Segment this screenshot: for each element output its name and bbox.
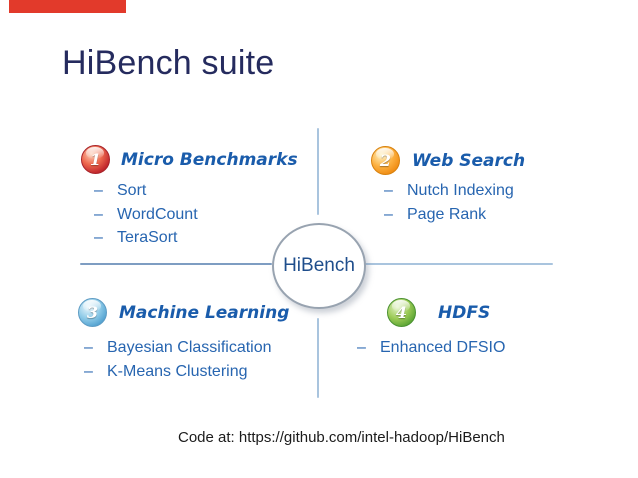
list-item-label: K-Means Clustering [107, 362, 248, 380]
list-item-label: WordCount [117, 205, 198, 223]
quadrant-title-web-search: Web Search [412, 150, 526, 171]
list-item: – Page Rank [384, 203, 514, 227]
list-item-label: Page Rank [407, 205, 487, 223]
list-item-label: Sort [117, 182, 147, 199]
list-item-label: Bayesian Classification [107, 339, 272, 356]
number-3-icon: 3 [78, 298, 107, 327]
bullet-dash: – [94, 182, 103, 199]
quadrant-header-micro-benchmarks: 1 Micro Benchmarks [81, 145, 298, 174]
list-item: – TeraSort [94, 226, 198, 250]
quadrant-title-machine-learning: Machine Learning [119, 302, 290, 323]
machine-learning-list: – Bayesian Classification – K-Means Clus… [84, 336, 272, 383]
list-item: – Bayesian Classification [84, 336, 272, 360]
quadrant-title-micro-benchmarks: Micro Benchmarks [121, 149, 298, 170]
bullet-dash: – [357, 339, 366, 356]
center-node: HiBench [272, 223, 366, 309]
page-title: HiBench suite [62, 44, 275, 82]
divider-horizontal-left [80, 263, 272, 265]
hdfs-list: – Enhanced DFSIO [357, 336, 505, 360]
list-item-label: TeraSort [117, 229, 178, 247]
number-1-icon: 1 [81, 145, 110, 174]
number-4-icon: 4 [387, 298, 416, 327]
list-item-label: Enhanced DFSIO [380, 339, 506, 356]
list-item: – Enhanced DFSIO [357, 336, 505, 360]
bullet-dash: – [94, 229, 103, 247]
list-item: – K-Means Clustering [84, 360, 272, 384]
list-item: – WordCount [94, 203, 198, 227]
bullet-dash: – [384, 182, 393, 199]
list-item: – Sort [94, 179, 198, 203]
bullet-dash: – [84, 362, 93, 380]
divider-vertical-top [317, 128, 319, 215]
list-item-label: Nutch Indexing [407, 182, 514, 199]
divider-horizontal-right [364, 263, 553, 265]
top-accent-bar [9, 0, 126, 13]
list-item: – Nutch Indexing [384, 179, 514, 203]
web-search-list: – Nutch Indexing – Page Rank [384, 179, 514, 226]
footer-caption: Code at: https://github.com/intel-hadoop… [178, 429, 505, 446]
center-node-label: HiBench [283, 255, 355, 276]
number-2-icon: 2 [371, 146, 400, 175]
quadrant-header-web-search: 2 Web Search [371, 146, 525, 175]
bullet-dash: – [94, 205, 103, 223]
micro-benchmarks-list: – Sort – WordCount – TeraSort [94, 179, 198, 250]
quadrant-title-hdfs: HDFS [438, 302, 491, 323]
divider-vertical-bottom [317, 318, 319, 398]
quadrant-header-machine-learning: 3 Machine Learning [78, 298, 289, 327]
quadrant-header-hdfs: 4 HDFS [387, 298, 490, 327]
bullet-dash: – [84, 339, 93, 356]
bullet-dash: – [384, 205, 393, 223]
